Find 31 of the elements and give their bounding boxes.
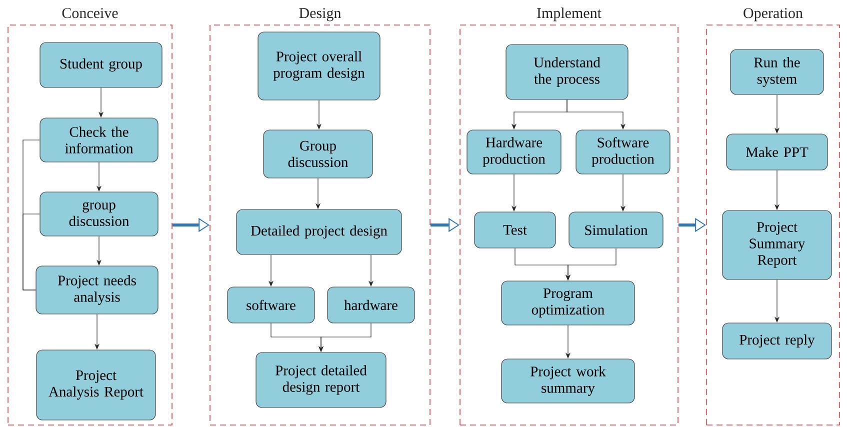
process-box: hardware [327, 286, 415, 324]
process-box: Program optimization [501, 280, 635, 326]
phase-title: Implement [537, 8, 602, 22]
process-box: group discussion [40, 192, 158, 236]
process-box: Simulation [568, 212, 664, 248]
process-box: Group discussion [263, 130, 373, 178]
phase-frame [460, 24, 678, 426]
phase-title: Design [299, 8, 342, 22]
phase-frame [8, 24, 172, 426]
process-box: Project reply [722, 322, 832, 360]
process-box: Software production [576, 130, 670, 174]
process-box: Project needs analysis [36, 266, 158, 314]
connector-line [22, 214, 40, 290]
process-box: Understand the process [506, 44, 628, 100]
process-box: Project work summary [501, 358, 635, 404]
process-box: Student group [40, 42, 162, 88]
process-box: Project detailed design report [256, 352, 386, 408]
phase-title: Conceive [62, 8, 118, 18]
process-box: Check the information [40, 118, 158, 162]
phase-title: Operation [744, 8, 803, 22]
process-box: Run the system [730, 49, 824, 95]
process-box: Test [474, 212, 556, 248]
process-box: Detailed project design [236, 209, 402, 255]
phase-frame [706, 24, 840, 426]
process-box: Make PPT [726, 134, 828, 170]
process-box: Project Summary Report [722, 210, 832, 280]
process-box: Hardware production [466, 130, 562, 174]
phase-frame [210, 24, 430, 426]
process-box: Project overall program design [258, 32, 380, 100]
process-box: software [227, 286, 315, 324]
process-box: Project Analysis Report [36, 350, 156, 420]
